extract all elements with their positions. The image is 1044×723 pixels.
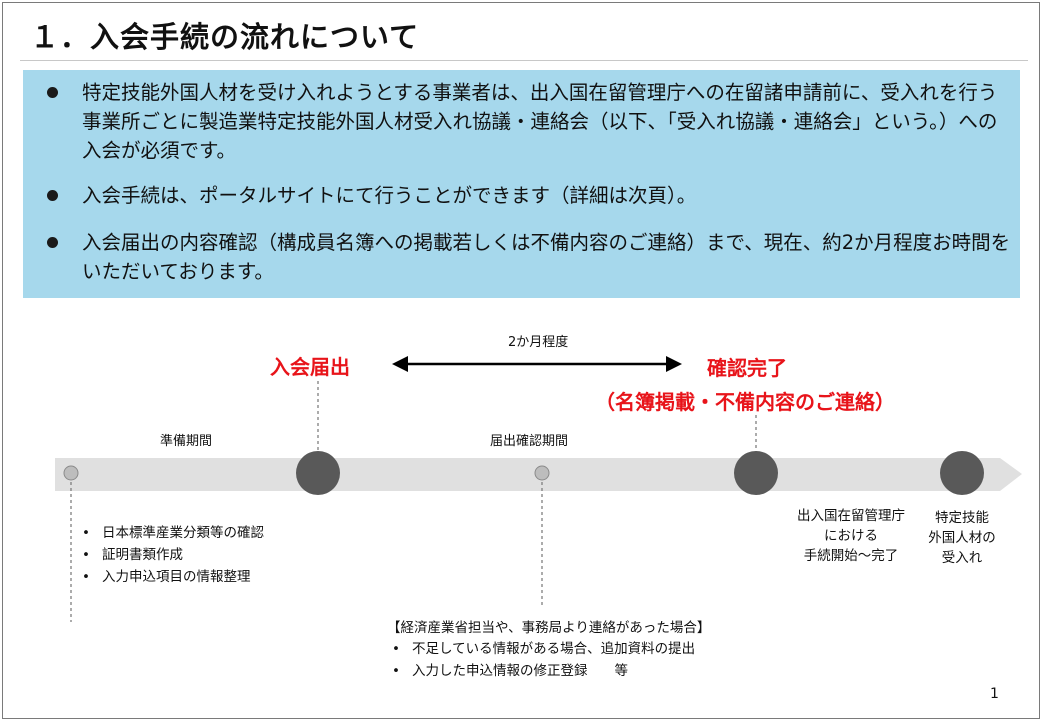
prep-item-list: 日本標準産業分類等の確認 証明書類作成 入力申込項目の情報整理 [82,522,264,588]
info-box: 特定技能外国人材を受け入れようとする事業者は、出入国在留管理庁への在留諸申請前に… [23,70,1020,298]
milestone-confirm-sublabel: （名簿掲載・不備内容のご連絡） [595,390,895,414]
milestone-review-dot [534,465,550,481]
acceptance-line: 特定技能 [935,510,989,526]
phase-prep-label: 準備期間 [160,434,213,449]
list-item: 入力した申込情報の修正登録 等 [392,660,695,682]
milestone-confirm-circle [734,451,778,495]
milestone-accept-circle [940,451,984,495]
milestone-confirm-label: 確認完了 [707,356,787,380]
info-bullet-text: 入会手続は、ポータルサイトにて行うことができます（詳細は次頁）。 [82,184,697,207]
info-bullet-text: 入会届出の内容確認（構成員名簿への掲載若しくは不備内容のご連絡）まで、現在、約2… [82,231,1011,283]
span-arrow-left-head [392,356,408,372]
acceptance-line: 外国人材の [928,530,996,546]
acceptance-line: 受入れ [941,550,983,566]
list-item: 不足している情報がある場合、追加資料の提出 [392,638,695,660]
bullet-dot-icon [47,87,58,98]
immigration-line: における [824,528,878,544]
span-arrow-right-head [666,356,682,372]
immigration-line: 出入国在留管理庁 [797,508,905,524]
bullet-dot-icon [47,237,58,248]
immigration-procedure-label: 出入国在留管理庁 における 手続開始～完了 [771,506,931,566]
page-title: １．入会手続の流れについて [30,20,420,54]
info-bullet-text: 特定技能外国人材を受け入れようとする事業者は、出入国在留管理庁への在留諸申請前に… [82,81,998,162]
review-note-header: 【経済産業省担当や、事務局より連絡があった場合】 [387,620,711,636]
milestone-join-label: 入会届出 [270,355,350,379]
list-item: 証明書類作成 [82,544,264,566]
page-number: 1 [990,686,999,702]
list-item: 日本標準産業分類等の確認 [82,522,264,544]
milestone-start-dot [63,465,79,481]
span-label: 2か月程度 [508,335,569,350]
review-item-list: 不足している情報がある場合、追加資料の提出 入力した申込情報の修正登録 等 [392,638,695,682]
list-item: 入力申込項目の情報整理 [82,566,264,588]
milestone-join-circle [296,451,340,495]
immigration-line: 手続開始～完了 [803,548,899,564]
title-underline [20,60,1028,61]
phase-review-label: 届出確認期間 [490,434,569,449]
acceptance-label: 特定技能 外国人材の 受入れ [914,508,1010,568]
bullet-dot-icon [47,190,58,201]
